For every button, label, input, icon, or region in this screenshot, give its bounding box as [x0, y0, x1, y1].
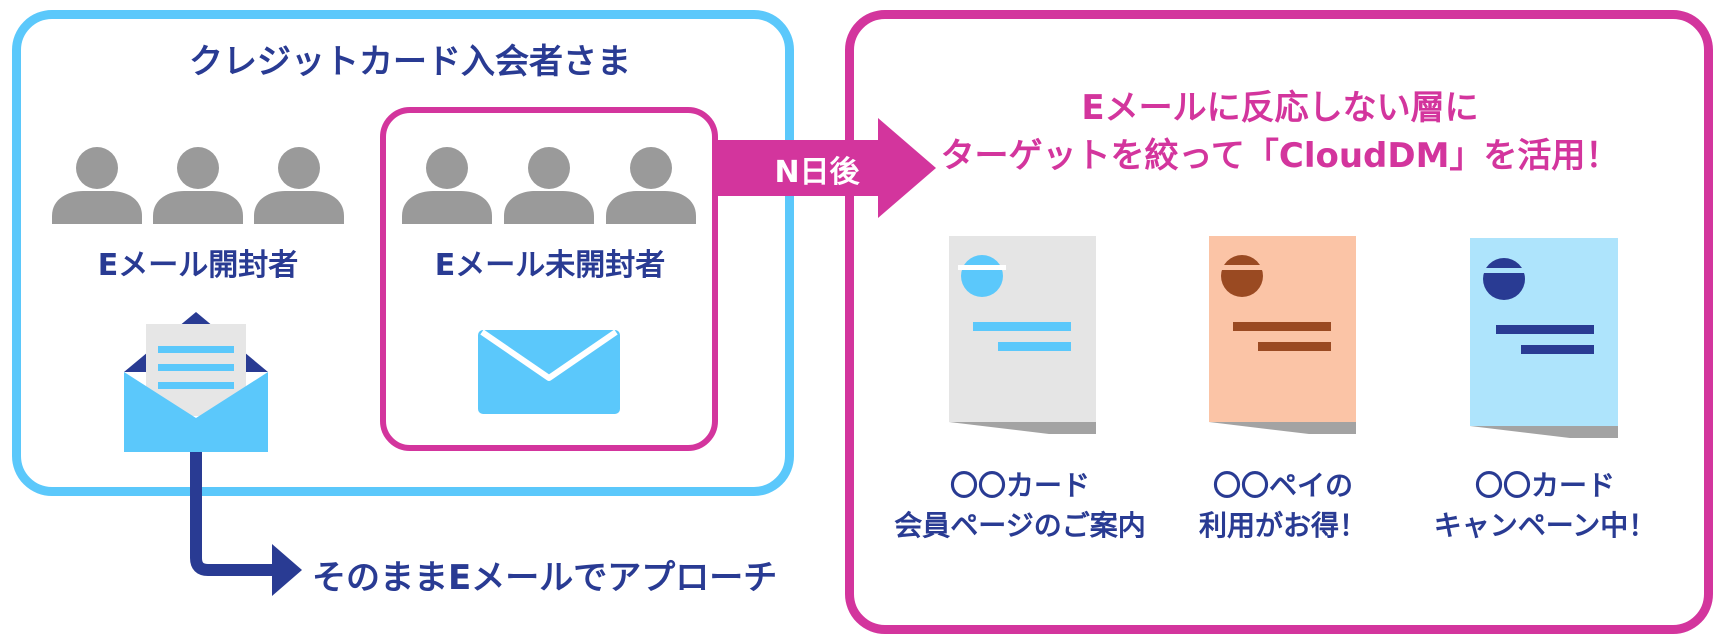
approach-label: そのままEメールでアプローチ: [312, 558, 778, 598]
card-caption-line1: 〇〇カード: [949, 469, 1090, 502]
card-caption-line2: キャンペーン中！: [1433, 509, 1657, 542]
person-icon: [254, 147, 344, 224]
card-caption-line1: 〇〇ペイの: [1212, 469, 1353, 502]
person-icon: [606, 147, 696, 224]
card-caption-line1: 〇〇カード: [1474, 469, 1615, 502]
person-icon: [153, 147, 243, 224]
approach-arrow: [190, 452, 302, 596]
registrants-panel: [12, 10, 794, 496]
person-icon: [52, 147, 142, 224]
opened-label: Eメール開封者: [97, 248, 299, 283]
clouddm-panel: [845, 10, 1713, 634]
person-icon: [504, 147, 594, 224]
clouddm-title-line1: Eメールに反応しない層に: [1081, 88, 1479, 128]
n-days-arrow: [718, 118, 936, 218]
card-caption-3: 〇〇カード キャンペーン中！: [1395, 466, 1695, 546]
clouddm-title: Eメールに反応しない層に ターゲットを絞って「CloudDM」を活用！: [880, 84, 1680, 180]
card-caption-line2: 利用がお得！: [1198, 509, 1367, 542]
open-envelope-icon: [124, 312, 268, 452]
dm-card-2: [1209, 236, 1356, 434]
opened-person-icons: [52, 147, 344, 224]
dm-card-1: [949, 236, 1096, 434]
card-caption-2: 〇〇ペイの 利用がお得！: [1133, 466, 1433, 546]
closed-envelope-icon: [478, 329, 620, 414]
card-caption-1: 〇〇カード 会員ページのご案内: [870, 466, 1170, 546]
registrants-title: クレジットカード入会者さま: [189, 42, 631, 82]
dm-card-3: [1470, 238, 1618, 438]
card-caption-line2: 会員ページのご案内: [894, 509, 1146, 542]
person-icon: [402, 147, 492, 224]
clouddm-title-line2: ターゲットを絞って「CloudDM」を活用！: [940, 136, 1620, 176]
n-days-label: N日後: [774, 155, 860, 190]
unopened-label: Eメール未開封者: [434, 248, 666, 283]
unopened-person-icons: [402, 147, 696, 224]
